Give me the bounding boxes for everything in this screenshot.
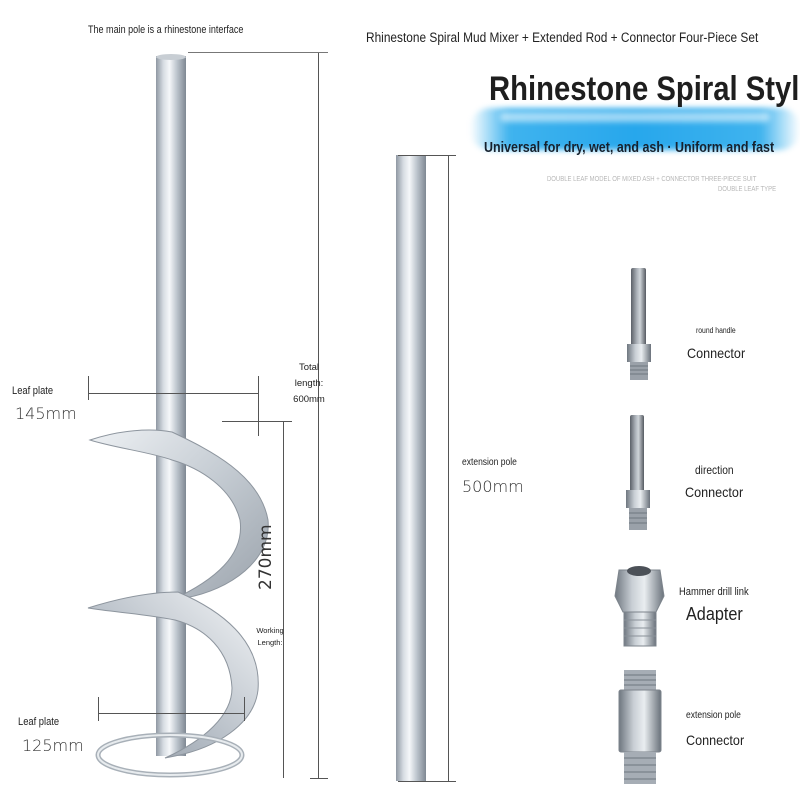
small-caps-line-2: DOUBLE LEAF TYPE	[718, 186, 777, 193]
part-1-small-label: round handle	[696, 326, 736, 335]
total-length-bottom-tick	[310, 778, 328, 779]
part-3-name: Adapter	[686, 604, 743, 624]
style-subtitle: Universal for dry, wet, and ash · Unifor…	[484, 140, 775, 156]
extension-pole-dimension-line	[448, 155, 449, 781]
extension-pole-value: 500mm	[462, 477, 524, 496]
round-handle-connector-image	[627, 268, 651, 380]
total-length-top-tick	[188, 52, 328, 53]
part-4-small-label: extension pole	[686, 710, 741, 721]
lower-spiral-blade	[87, 591, 259, 759]
mixer-rod-top	[156, 54, 186, 60]
extension-pole-connector-image	[618, 670, 662, 784]
working-length-value: 270mm	[256, 524, 276, 590]
set-title: Rhinestone Spiral Mud Mixer + Extended R…	[366, 30, 759, 45]
part-1-name: Connector	[687, 345, 746, 361]
main-pole-caption: The main pole is a rhinestone interface	[88, 24, 244, 36]
working-length-label: Working Length:	[256, 626, 284, 647]
total-length-label: Total length: 600mm	[293, 362, 325, 405]
working-length-top-tick	[222, 421, 292, 422]
mixer-rod	[156, 56, 186, 756]
style-title: Rhinestone Spiral Style	[489, 70, 800, 108]
leaf-plate-bottom-line	[98, 713, 244, 714]
leaf-plate-bottom-label: Leaf plate	[18, 716, 60, 728]
small-caps-line-1: DOUBLE LEAF MODEL OF MIXED ASH + CONNECT…	[547, 176, 757, 183]
part-4-name: Connector	[686, 732, 745, 748]
extension-pole-label: extension pole	[462, 457, 517, 468]
title-band-shine	[500, 112, 770, 122]
extension-pole-rod	[396, 155, 426, 781]
part-2-name: Connector	[685, 484, 744, 500]
part-2-small-label: direction	[695, 463, 734, 477]
part-3-small-label: Hammer drill link	[679, 586, 749, 598]
leaf-plate-top-line	[88, 393, 258, 394]
total-length-line	[318, 52, 319, 778]
direction-connector-image	[626, 415, 650, 530]
leaf-plate-bottom-value: 125mm	[22, 736, 84, 755]
leaf-plate-top-label: Leaf plate	[12, 385, 54, 397]
working-length-line	[283, 421, 284, 778]
leaf-plate-top-value: 145mm	[15, 404, 77, 423]
adapter-image	[614, 566, 665, 647]
